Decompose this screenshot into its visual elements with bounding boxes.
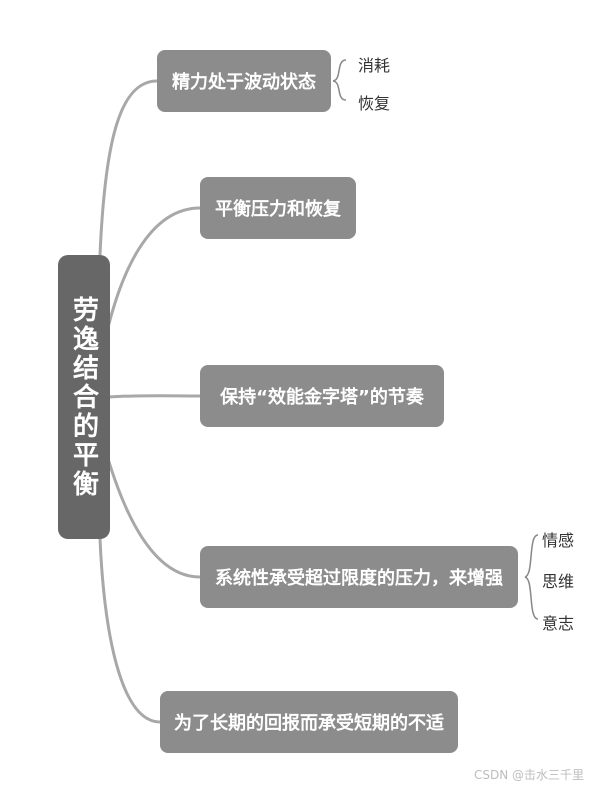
root-node[interactable]: 劳逸结合的平衡 bbox=[58, 255, 110, 539]
watermark: CSDN @击水三千里 bbox=[473, 768, 584, 782]
leaf-consumption: 消耗 bbox=[358, 56, 391, 75]
connector-branch-5 bbox=[98, 538, 161, 724]
leaf-willpower: 意志 bbox=[542, 614, 575, 633]
branch-label: 精力处于波动状态 bbox=[172, 72, 316, 93]
branch-label: 为了长期的回报而承受短期的不适 bbox=[174, 713, 444, 734]
branch-energy-fluctuation[interactable]: 精力处于波动状态 bbox=[157, 50, 331, 112]
connector-branch-1 bbox=[98, 79, 158, 256]
leaf-emotion: 情感 bbox=[542, 531, 575, 550]
branch-label: 系统性承受超过限度的压力，来增强 bbox=[215, 568, 503, 589]
leaf-thinking: 思维 bbox=[542, 572, 575, 591]
branch-systematic-overload[interactable]: 系统性承受超过限度的压力，来增强 bbox=[200, 546, 518, 608]
connector-branch-2 bbox=[102, 206, 201, 346]
root-label: 劳逸结合的平衡 bbox=[68, 295, 99, 499]
connector-branch-3 bbox=[107, 394, 201, 399]
branch-label: 平衡压力和恢复 bbox=[215, 199, 341, 220]
branch-short-term-discomfort[interactable]: 为了长期的回报而承受短期的不适 bbox=[160, 691, 458, 753]
branch-efficiency-pyramid-rhythm[interactable]: 保持“效能金字塔”的节奏 bbox=[200, 365, 444, 427]
branch-balance-stress-recovery[interactable]: 平衡压力和恢复 bbox=[200, 177, 356, 239]
bracket-branch-4 bbox=[524, 534, 539, 620]
connector-branch-4 bbox=[102, 444, 201, 579]
branch-label: 保持“效能金字塔”的节奏 bbox=[220, 387, 424, 408]
bracket-branch-1 bbox=[332, 59, 347, 101]
leaf-recovery: 恢复 bbox=[358, 94, 391, 113]
